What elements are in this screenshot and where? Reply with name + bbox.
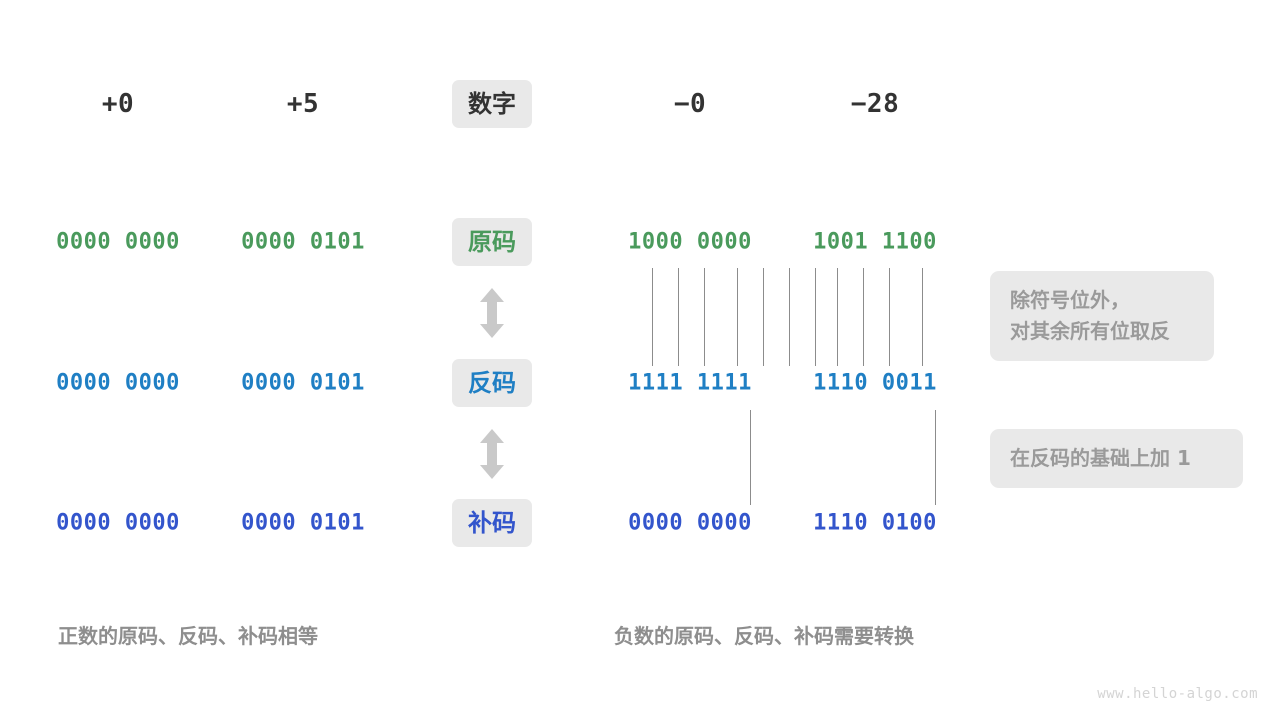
caption-positive: 正数的原码、反码、补码相等 bbox=[58, 624, 318, 648]
connector-line-yuanma-fanma bbox=[704, 268, 705, 366]
row-label-yuanma: 原码 bbox=[452, 218, 532, 266]
yuanma-to-fanma-arrow bbox=[480, 288, 504, 338]
yuanma-minus-zero: 1000 0000 bbox=[628, 229, 752, 255]
fanma-plus-zero: 0000 0000 bbox=[56, 370, 180, 396]
buma-minus-twentyeight: 1110 0100 bbox=[813, 510, 937, 536]
connector-line-yuanma-fanma bbox=[889, 268, 890, 366]
note-add-one-to-fanma: 在反码的基础上加 1 bbox=[990, 429, 1243, 488]
watermark-url: www.hello-algo.com bbox=[1097, 686, 1258, 702]
header-value-minus-zero: −0 bbox=[673, 89, 707, 119]
buma-plus-five: 0000 0101 bbox=[241, 510, 365, 536]
connector-line-yuanma-fanma bbox=[863, 268, 864, 366]
fanma-to-buma-arrow bbox=[480, 429, 504, 479]
row-label-buma: 补码 bbox=[452, 499, 532, 547]
connector-line-yuanma-fanma bbox=[789, 268, 790, 366]
row-label-fanma: 反码 bbox=[452, 359, 532, 407]
header-value-plus-zero: +0 bbox=[101, 89, 135, 119]
connector-line-yuanma-fanma bbox=[652, 268, 653, 366]
fanma-minus-twentyeight: 1110 0011 bbox=[813, 370, 937, 396]
buma-minus-zero: 0000 0000 bbox=[628, 510, 752, 536]
caption-negative: 负数的原码、反码、补码需要转换 bbox=[614, 624, 914, 648]
connector-line-yuanma-fanma bbox=[737, 268, 738, 366]
connector-line-yuanma-fanma bbox=[763, 268, 764, 366]
connector-line-fanma-buma bbox=[935, 410, 936, 505]
yuanma-minus-twentyeight: 1001 1100 bbox=[813, 229, 937, 255]
row-label-number: 数字 bbox=[452, 80, 532, 128]
note-invert-non-sign-bits: 除符号位外， 对其余所有位取反 bbox=[990, 271, 1214, 361]
connector-line-fanma-buma bbox=[750, 410, 751, 505]
fanma-minus-zero: 1111 1111 bbox=[628, 370, 752, 396]
connector-line-yuanma-fanma bbox=[678, 268, 679, 366]
connector-line-yuanma-fanma bbox=[815, 268, 816, 366]
header-value-minus-twentyeight: −28 bbox=[850, 89, 900, 119]
connector-line-yuanma-fanma bbox=[922, 268, 923, 366]
yuanma-plus-five: 0000 0101 bbox=[241, 229, 365, 255]
header-value-plus-five: +5 bbox=[286, 89, 320, 119]
buma-plus-zero: 0000 0000 bbox=[56, 510, 180, 536]
fanma-plus-five: 0000 0101 bbox=[241, 370, 365, 396]
connector-line-yuanma-fanma bbox=[837, 268, 838, 366]
yuanma-plus-zero: 0000 0000 bbox=[56, 229, 180, 255]
